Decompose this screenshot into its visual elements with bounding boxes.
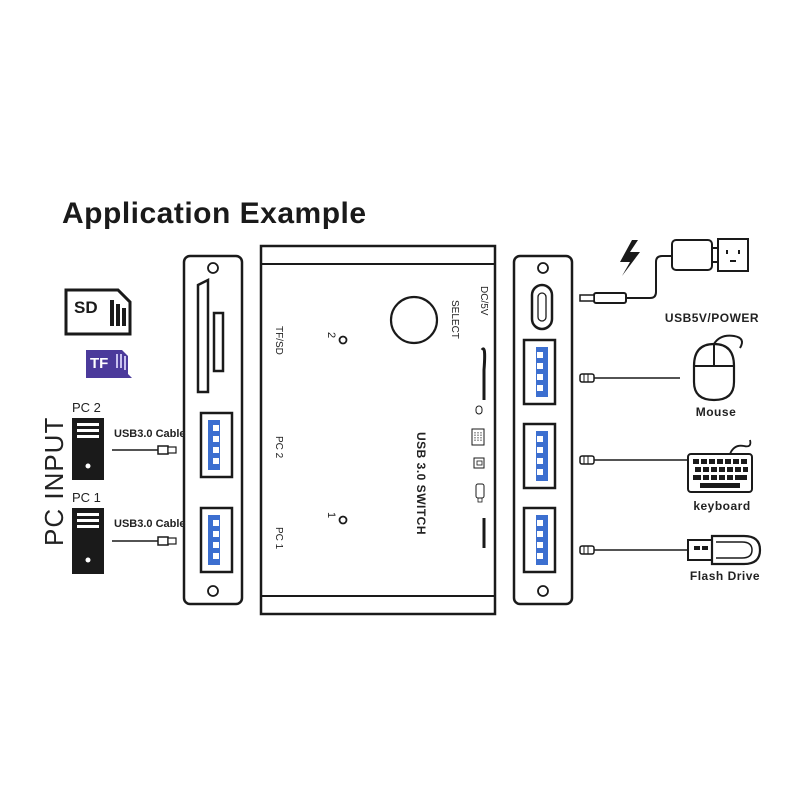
usb-port-flash — [522, 506, 557, 574]
pc2-port-label: PC 2 — [273, 436, 284, 459]
led-2-label: 2 — [325, 332, 337, 339]
pc1-cable-label: USB3.0 Cable — [114, 518, 186, 530]
tfsd-port-label: TF/SD — [273, 326, 284, 355]
flash-drive-label: Flash Drive — [689, 569, 761, 583]
pc1-label: PC 1 — [72, 490, 101, 505]
mouse-glyph-icon — [475, 405, 483, 415]
pc2-cable-label: USB3.0 Cable — [114, 428, 186, 440]
led-1 — [338, 515, 348, 525]
usb-port-mouse — [522, 338, 557, 406]
select-label: SELECT — [449, 300, 460, 339]
power-label: USB5V/POWER — [664, 311, 760, 325]
keyboard-glyph-icon — [471, 428, 485, 446]
pc2-label: PC 2 — [72, 400, 101, 415]
usb-port-keyboard — [522, 422, 557, 490]
device-name: USB 3.0 SWITCH — [414, 432, 428, 536]
tf-card-icon — [86, 350, 132, 378]
usb-port-pc2 — [199, 411, 234, 479]
sd-card-label: SD — [74, 298, 98, 317]
right-panel — [512, 254, 574, 606]
sd-card-icon — [64, 288, 132, 336]
mouse-icon — [579, 334, 743, 402]
pc1-cable — [112, 536, 177, 546]
power-adapter-icon — [579, 238, 749, 304]
usb-port-pc1 — [199, 506, 234, 574]
led-1-label: 1 — [325, 512, 337, 519]
pc1-port-label: PC 1 — [273, 527, 284, 550]
page-title: Application Example — [62, 197, 367, 230]
dc-label: DC/5V — [478, 286, 489, 316]
switch-body — [259, 244, 497, 616]
mouse-label: Mouse — [695, 405, 737, 419]
usb-drive-glyph-icon — [475, 483, 485, 503]
keyboard-icon — [579, 439, 753, 493]
tf-card-label: TF — [90, 355, 109, 372]
pc2-cable — [112, 445, 177, 455]
left-panel — [182, 254, 244, 606]
flash-drive-icon — [579, 534, 762, 566]
pc2-tower-icon — [72, 418, 104, 480]
select-button-shape — [389, 295, 439, 345]
lightning-icon — [620, 240, 640, 276]
led-2 — [338, 335, 348, 345]
usb-c-port — [530, 283, 554, 331]
keyboard-label: keyboard — [693, 499, 751, 513]
pc1-tower-icon — [72, 508, 104, 574]
printer-glyph-icon — [473, 457, 485, 469]
